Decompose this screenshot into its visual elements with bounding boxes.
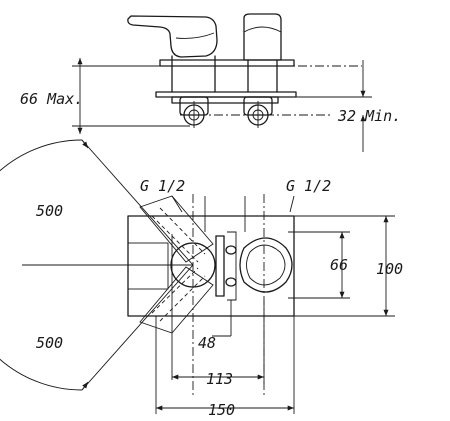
thread-right-label: G 1/2 [286,177,332,195]
plate-width-label: 150 [208,401,236,419]
lever-handle [127,15,218,58]
back-plate [127,215,295,317]
inner-height-label: 66 [330,256,349,274]
left-inlet [179,96,209,128]
inlet-spacing-label: 48 [198,334,217,352]
swing-upper-label: 500 [36,202,64,220]
wall-plate [155,91,297,98]
inlet-nuts [215,231,237,301]
base-plate [159,59,295,67]
lever-swing-ghosts [139,195,214,334]
mixer-body [171,55,216,93]
swing-range [0,139,194,391]
plate-height-label: 100 [376,260,404,278]
top-view [0,139,395,414]
side-view [72,13,372,152]
inlet-min-label: 32 Min. [338,107,402,125]
right-inlet [243,96,273,128]
thread-left-label: G 1/2 [140,177,186,195]
diverter-knob [243,13,282,61]
height-max-label: 66 Max. [20,90,84,108]
center-distance-label: 113 [206,370,234,388]
swing-lower-label: 500 [36,334,64,352]
diverter-knob-top [239,237,293,293]
